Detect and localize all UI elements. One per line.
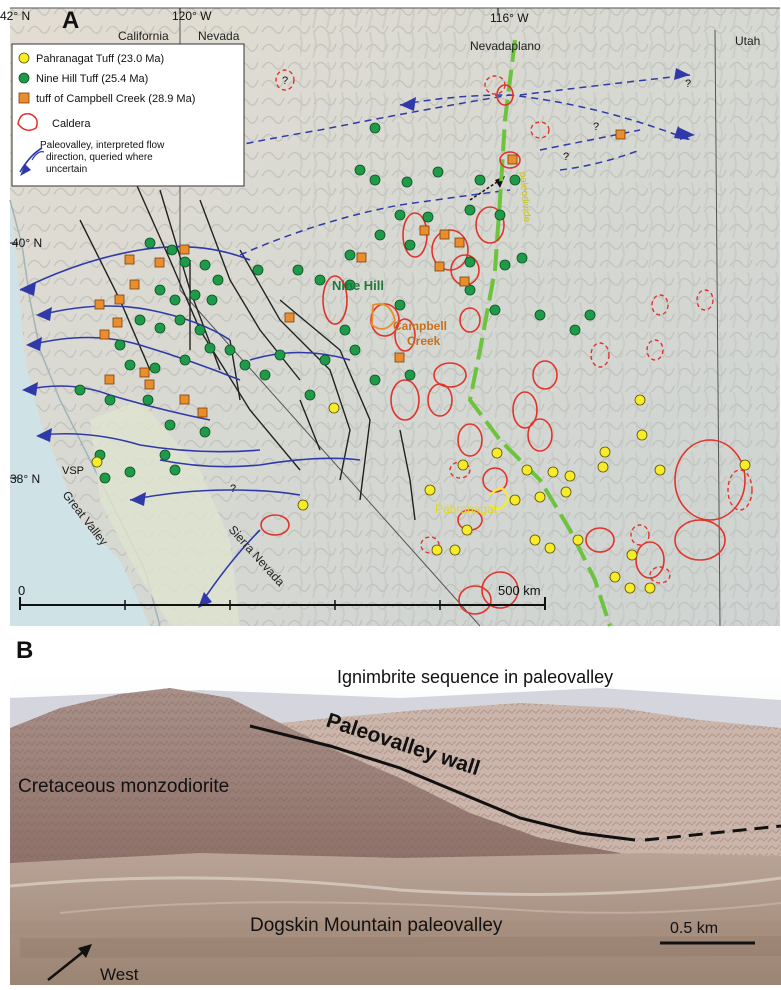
label-west: West xyxy=(100,965,139,984)
legend-pahranagat: Pahranagat Tuff (23.0 Ma) xyxy=(36,53,164,65)
legend-campbell-symbol xyxy=(18,92,30,104)
pahranagat-tuff-sites xyxy=(91,394,751,594)
legend-paleovalley-line2: direction, queried where xyxy=(46,152,153,163)
state-label-utah: Utah xyxy=(735,34,760,48)
panel-a-letter: A xyxy=(62,7,79,34)
map-scale-bar: 0 500 km xyxy=(18,583,546,610)
photo-scale-bar: 0.5 km xyxy=(660,920,755,945)
svg-text:?: ? xyxy=(563,151,569,163)
label-nevadaplano: Nevadaplano xyxy=(470,39,541,53)
valley-floor xyxy=(10,853,781,985)
panel-b-letter: B xyxy=(16,637,33,664)
nine-hill-tuff-sites xyxy=(74,122,596,484)
paleovalleys xyxy=(19,245,361,606)
ocean xyxy=(10,8,150,626)
map-legend: Pahranagat Tuff (23.0 Ma) Nine Hill Tuff… xyxy=(11,43,245,187)
legend-paleovalley-line1: Paleovalley, interpreted flow xyxy=(40,140,165,151)
legend-caldera: Caldera xyxy=(52,118,91,130)
paleovalley-wall-line xyxy=(249,724,636,842)
lon-label-116: 116° W xyxy=(490,11,529,25)
lat-label-38: 38° N xyxy=(10,472,40,486)
legend-campbell: tuff of Campbell Creek (28.9 Ma) xyxy=(36,93,195,105)
label-campbell: Campbell xyxy=(393,319,447,333)
label-dogskin: Dogskin Mountain paleovalley xyxy=(250,915,503,936)
label-ignimbrite: Ignimbrite sequence in paleovalley xyxy=(337,667,613,687)
panel-a-map: ? ? ? ? ? 42° N 40° N 38° N 120° W 116° … xyxy=(0,7,780,627)
west-arrow: West xyxy=(47,944,139,984)
legend-paleovalley-line3: uncertain xyxy=(46,164,87,175)
photo-scale-label: 0.5 km xyxy=(670,920,718,937)
svg-text:?: ? xyxy=(593,121,599,133)
label-pahranagat: Pahranagat xyxy=(435,502,498,516)
label-monzodiorite: Cretaceous monzodiorite xyxy=(18,776,229,797)
lat-label-40: 40° N xyxy=(12,236,42,250)
state-label-california: California xyxy=(118,29,169,43)
legend-caldera-symbol xyxy=(17,112,38,131)
label-nine-hill: Nine Hill xyxy=(332,278,384,293)
label-paleodivide: paleodivide xyxy=(517,171,532,223)
photo-svg: B Ignimbrite sequence in paleovalley Pal… xyxy=(0,628,781,985)
panel-b-photo: B Ignimbrite sequence in paleovalley Pal… xyxy=(0,628,781,985)
lon-label-120: 120° W xyxy=(172,9,212,23)
map-svg: ? ? ? ? ? 42° N 40° N 38° N 120° W 116° … xyxy=(0,7,780,627)
legend-nine-hill: Nine Hill Tuff (25.4 Ma) xyxy=(36,73,148,85)
paleodivide-line xyxy=(467,39,612,627)
label-vsp: VSP xyxy=(62,465,84,477)
svg-text:?: ? xyxy=(685,78,691,90)
label-creek: Creek xyxy=(407,334,441,348)
legend-paleovalley-symbol xyxy=(19,147,43,173)
query-marks: ? ? ? ? ? xyxy=(230,75,691,495)
state-label-nevada: Nevada xyxy=(198,29,240,43)
svg-text:?: ? xyxy=(230,483,236,495)
scale-zero: 0 xyxy=(18,583,25,598)
campbell-creek-tuff-sites xyxy=(94,129,626,418)
legend-nine-hill-symbol xyxy=(18,72,30,84)
svg-text:?: ? xyxy=(282,75,288,87)
lat-label-42: 42° N xyxy=(0,9,30,23)
legend-pahranagat-symbol xyxy=(18,52,30,64)
scale-end: 500 km xyxy=(498,583,541,598)
